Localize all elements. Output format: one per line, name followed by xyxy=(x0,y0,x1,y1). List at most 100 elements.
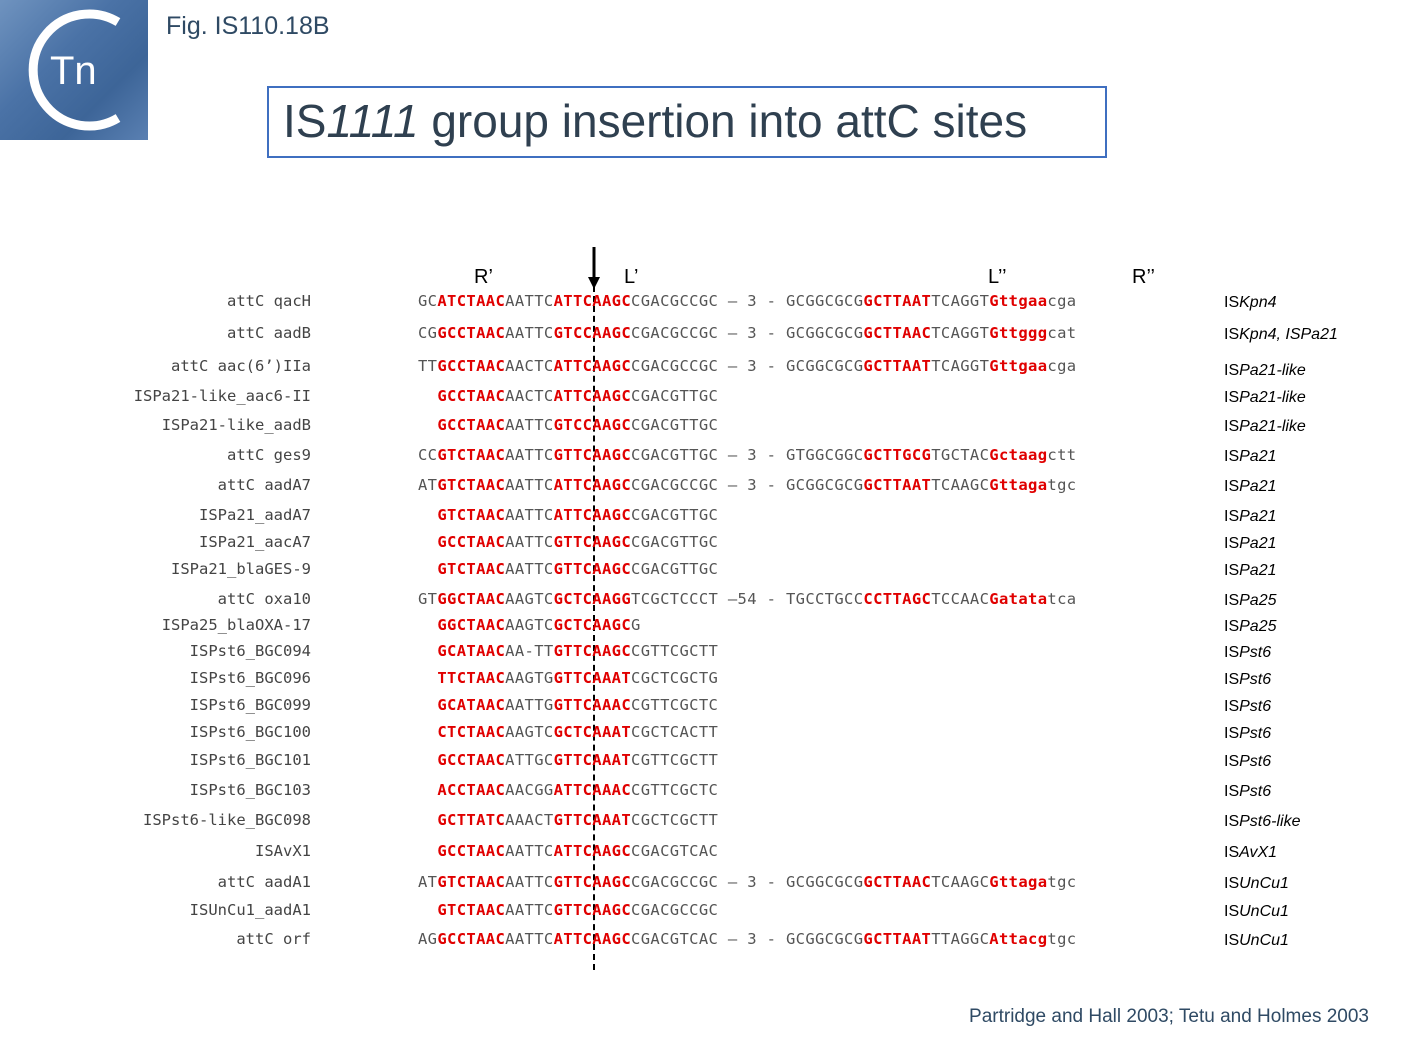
sequence-segment: TCAGGT xyxy=(931,324,990,342)
sequence-segment xyxy=(418,533,437,551)
is-prefix: IS xyxy=(1224,698,1240,715)
sequence-segment: CGCTCACTT xyxy=(631,723,719,741)
sequence-segment: CGACGCCGC – 3 - GCGGCGCG xyxy=(631,357,864,375)
title-box: IS1111 group insertion into attC sites xyxy=(267,86,1107,158)
is-element-label: ISKpn4, ISPa21 xyxy=(1224,326,1338,344)
figure-label: Fig. IS110.18B xyxy=(166,12,330,40)
conserved-motif: GTTCAAAT xyxy=(553,751,632,769)
sequence-name: attC aadB xyxy=(227,324,311,342)
sequence-segment: AATTC xyxy=(505,533,554,551)
sequence: GTGGCTAACAAGTCGCTCAAGGTCGCTCCCT –54 - TG… xyxy=(418,590,1076,608)
conserved-motif: GCTCAAAT xyxy=(553,723,632,741)
conserved-motif: GTTCAAGC xyxy=(553,446,632,464)
is-name-italic: UnCu1 xyxy=(1239,875,1289,892)
sequence-segment xyxy=(418,616,437,634)
site-label-l-prime: L’ xyxy=(624,266,639,288)
alignment-row: ISPa21_aacA7 GCCTAACAATTCGTTCAAGCCGACGTT… xyxy=(0,533,1403,555)
conserved-motif: CTCTAAC xyxy=(437,723,506,741)
conserved-motif: GCTTAAT xyxy=(863,476,932,494)
sequence-segment: CC xyxy=(418,446,438,464)
sequence-segment: tca xyxy=(1047,590,1077,608)
sequence: GCATCTAACAATTCATTCAAGCCGACGCCGC – 3 - GC… xyxy=(418,292,1076,310)
conserved-motif: GCTTAAT xyxy=(863,357,932,375)
is-element-label: ISPst6 xyxy=(1224,671,1271,689)
is-prefix: IS xyxy=(1224,725,1240,742)
is-prefix: IS xyxy=(1224,535,1240,552)
is-element-label: ISPst6 xyxy=(1224,783,1271,801)
is-name-italic: Pst6 xyxy=(1239,725,1272,742)
sequence-name: ISPst6_BGC099 xyxy=(189,696,311,714)
conserved-motif: GCATAAC xyxy=(437,696,506,714)
alignment-row: ISPst6_BGC096 TTCTAACAAGTGGTTCAAATCGCTCG… xyxy=(0,669,1403,691)
sequence-segment xyxy=(418,723,437,741)
sequence-segment xyxy=(418,842,437,860)
sequence-name: ISPa21_aadA7 xyxy=(199,506,311,524)
conserved-motif: ATTCAAGC xyxy=(553,292,632,310)
is-element-label: ISUnCu1 xyxy=(1224,875,1289,893)
insertion-site-line xyxy=(593,286,595,970)
sequence: ATGTCTAACAATTCATTCAAGCCGACGCCGC – 3 - GC… xyxy=(418,476,1076,494)
is-prefix: IS xyxy=(1224,362,1240,379)
is-prefix: IS xyxy=(1224,508,1240,525)
sequence-segment: CGACGCCGC – 3 - GCGGCGCG xyxy=(631,292,864,310)
sequence-segment xyxy=(418,901,437,919)
sequence: GCATAACAA-TTGTTCAAGCCGTTCGCTT xyxy=(418,642,718,660)
sequence-name: ISPst6-like_BGC098 xyxy=(143,811,311,829)
conserved-motif: GTCTAAC xyxy=(437,476,506,494)
conserved-motif: ATTCAAGC xyxy=(553,930,632,948)
sequence-segment: TCAGGT xyxy=(931,292,990,310)
sequence-segment xyxy=(418,560,437,578)
is-prefix: IS xyxy=(1224,592,1240,609)
conserved-motif: GTTCAAAT xyxy=(553,669,632,687)
conserved-motif: ATTCAAGC xyxy=(553,506,632,524)
sequence-segment: ctt xyxy=(1047,446,1077,464)
conserved-motif: GGCTAAC xyxy=(437,616,506,634)
sequence-segment: AAGTG xyxy=(505,669,554,687)
conserved-motif: GCTTGCG xyxy=(863,446,932,464)
is-element-label: ISPa21 xyxy=(1224,448,1277,466)
alignment-row: ISPa21_aadA7 GTCTAACAATTCATTCAAGCCGACGTT… xyxy=(0,506,1403,528)
sequence-segment: TCCAAC xyxy=(931,590,990,608)
alignment-row: ISPa21_blaGES-9 GTCTAACAATTCGTTCAAGCCGAC… xyxy=(0,560,1403,582)
is-prefix: IS xyxy=(1224,448,1240,465)
is-element-label: ISPa21-like xyxy=(1224,389,1306,407)
sequence-segment xyxy=(418,811,437,829)
is-name-italic: Pst6-like xyxy=(1239,813,1301,830)
sequence-name: ISPst6_BGC101 xyxy=(189,751,311,769)
sequence-name: ISPa21-like_aadB xyxy=(161,416,311,434)
is-name-italic: Pst6 xyxy=(1239,644,1272,661)
insertion-arrow-icon xyxy=(588,247,600,289)
is-name-italic: Kpn4, ISPa21 xyxy=(1239,326,1338,343)
sequence: GTCTAACAATTCGTTCAAGCCGACGTTGC xyxy=(418,560,718,578)
sequence-segment: AAGTC xyxy=(505,590,554,608)
conserved-motif: Gctaag xyxy=(989,446,1048,464)
conserved-motif: GCTTAAC xyxy=(863,324,932,342)
sequence-segment: AATTC xyxy=(505,324,554,342)
sequence-segment xyxy=(418,506,437,524)
is-name-italic: Pst6 xyxy=(1239,671,1272,688)
page-title: IS1111 group insertion into attC sites xyxy=(283,95,1028,147)
is-prefix: IS xyxy=(1224,753,1240,770)
conserved-motif: Gttgaa xyxy=(989,292,1048,310)
conserved-motif: ACCTAAC xyxy=(437,781,506,799)
sequence: ATGTCTAACAATTCGTTCAAGCCGACGCCGC – 3 - GC… xyxy=(418,873,1076,891)
sequence-segment: AA-TT xyxy=(505,642,554,660)
sequence-segment: AATTC xyxy=(505,560,554,578)
is-name-italic: Pa25 xyxy=(1239,618,1277,635)
alignment-row: ISPa21-like_aadB GCCTAACAATTCGTCCAAGCCGA… xyxy=(0,416,1403,438)
sequence-segment xyxy=(418,781,437,799)
conserved-motif: ATTCAAGC xyxy=(553,387,632,405)
alignment-row: ISUnCu1_aadA1 GTCTAACAATTCGTTCAAGCCGACGC… xyxy=(0,901,1403,923)
is-name-italic: Pa21 xyxy=(1239,448,1277,465)
sequence-segment xyxy=(418,696,437,714)
sequence-segment: AATTC xyxy=(505,446,554,464)
sequence-segment: CGACGTCAC xyxy=(631,842,719,860)
is-element-label: ISPa25 xyxy=(1224,592,1277,610)
sequence-segment: AACTC xyxy=(505,357,554,375)
conserved-motif: GGCTAAC xyxy=(437,590,506,608)
sequence: GCCTAACATTGCGTTCAAATCGTTCGCTT xyxy=(418,751,718,769)
conserved-motif: ATTCAAGC xyxy=(553,357,632,375)
sequence-segment: CGTTCGCTC xyxy=(631,696,719,714)
